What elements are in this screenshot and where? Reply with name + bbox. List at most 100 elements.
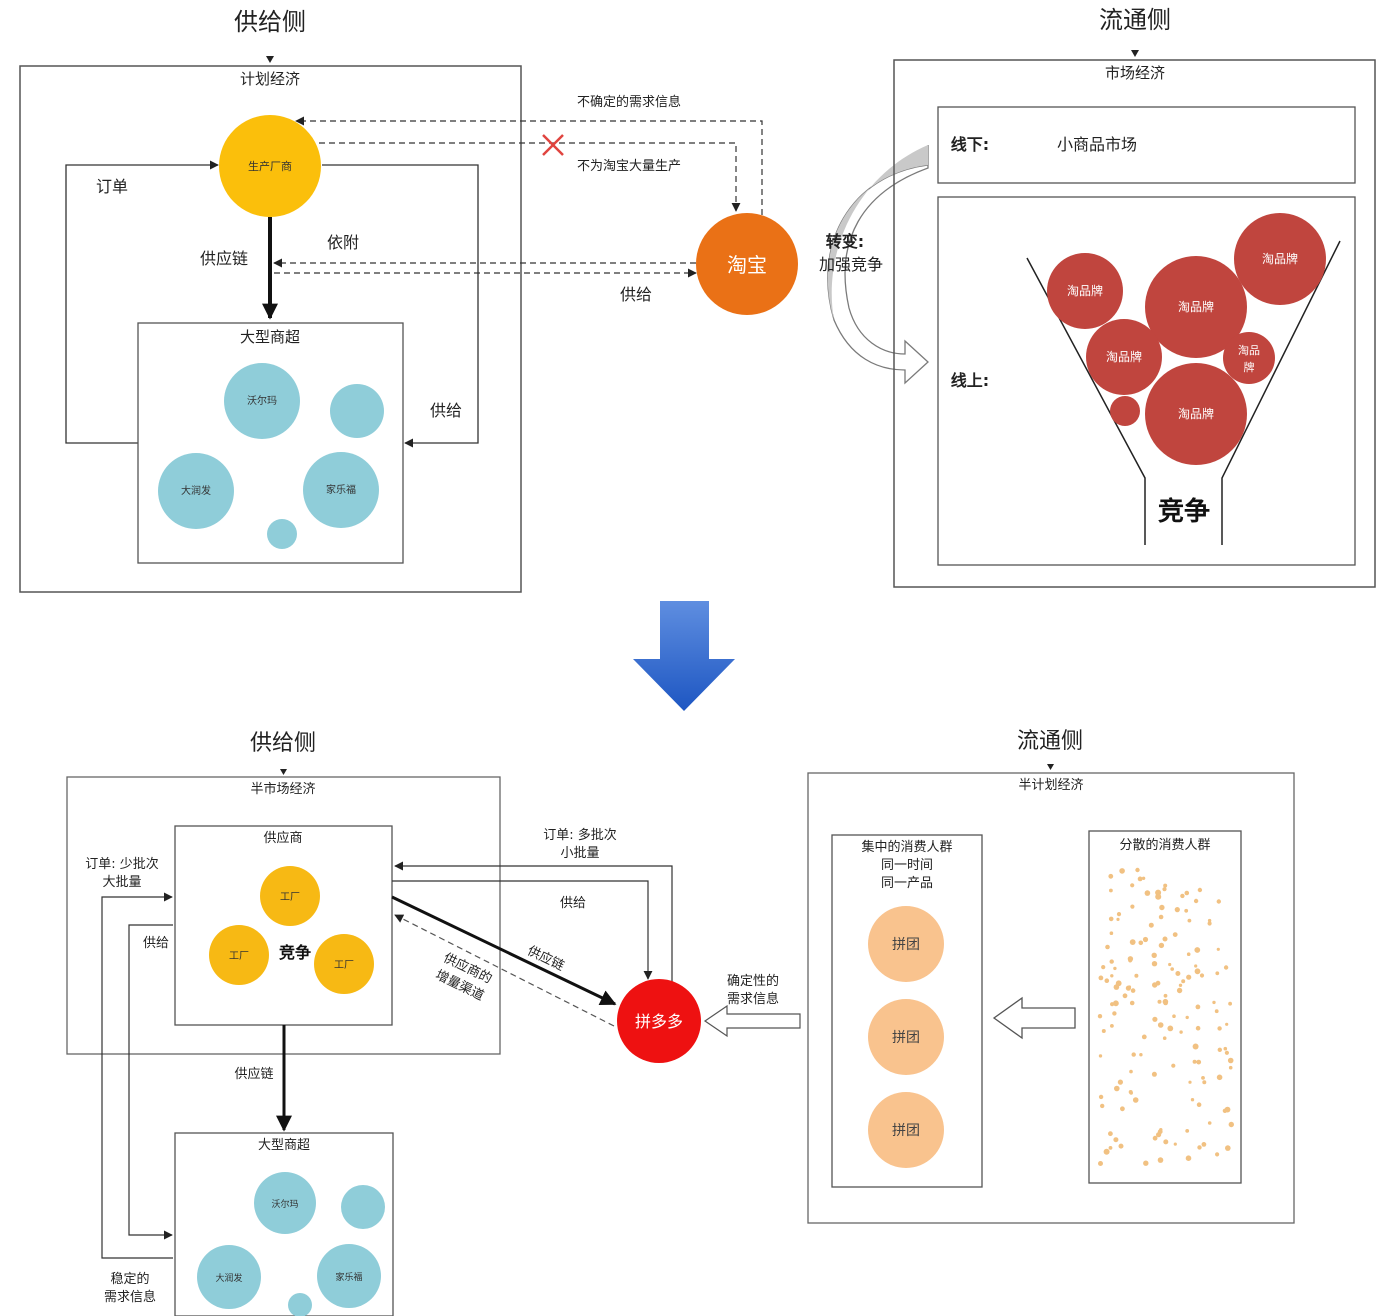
order-right-arrow [394, 861, 673, 985]
consumer-dot [1190, 1098, 1195, 1102]
scattered-label: 分散的消费人群 [1119, 837, 1210, 853]
consumer-dot [1207, 1121, 1212, 1125]
consumer-dot [1137, 876, 1143, 882]
consumer-dot [1175, 971, 1181, 976]
consumer-dot [1171, 1063, 1176, 1068]
walmart-node [224, 363, 300, 439]
consumer-dot [1109, 931, 1114, 935]
consumer-dot [1155, 893, 1162, 900]
order-right-line2: 小批量 [560, 846, 599, 861]
supply-chain-down-label: 供应链 [234, 1066, 273, 1082]
consumer-dot [1207, 921, 1212, 926]
concentrated-line1: 集中的消费人群 [861, 839, 952, 855]
consumer-dot [1152, 982, 1158, 988]
semi-planned-economy-label: 半计划经济 [1018, 778, 1083, 793]
consumer-dot [1163, 993, 1168, 998]
consumer-dot [1142, 936, 1149, 943]
consumer-dot [1201, 1076, 1205, 1080]
consumer-dot [1172, 932, 1178, 937]
supply-chain-diag-arrow [391, 895, 617, 1006]
bottom-section: 供给侧 半市场经济 订单: 少批次 大批量 供给 稳定的 需求信息 供应商 工厂… [66, 729, 1295, 1316]
consumer-dot [1098, 1054, 1103, 1058]
supplier-label: 供应商 [263, 830, 302, 846]
consumer-dot [1224, 1106, 1231, 1113]
consumer-dot [1172, 1014, 1176, 1018]
consumer-dot [1170, 967, 1174, 971]
stable-info-loop [101, 892, 173, 1259]
brand-label: 淘品牌 [1106, 350, 1142, 364]
consumer-dot [1196, 1102, 1202, 1107]
consumer-dot [1116, 912, 1122, 917]
funnel-left [1026, 257, 1146, 545]
consumer-dot [1129, 1000, 1135, 1006]
consumer-dot [1114, 1085, 1120, 1092]
consumer-dot [1130, 883, 1135, 888]
brand-label-small: 牌 [1244, 360, 1255, 374]
uncertain-info-arrow [295, 116, 763, 215]
supply-mid-label: 供给 [620, 285, 652, 304]
consumer-dot [1192, 1043, 1199, 1050]
consumer-dot [1110, 1002, 1115, 1007]
transform-arrow-shade [827, 145, 928, 320]
consumer-dot [1157, 1157, 1164, 1163]
consumer-dot [1130, 988, 1136, 993]
bottom-circulation-title: 流通侧 [1017, 729, 1083, 754]
carrefour-label: 家乐福 [326, 483, 356, 496]
consumer-dot [1167, 1025, 1174, 1032]
supply-label-right: 供给 [430, 401, 462, 420]
no-production-arrow [319, 142, 741, 212]
consumer-dot [1113, 966, 1117, 971]
consumer-dot [1187, 918, 1192, 923]
consumer-dot [1194, 968, 1201, 975]
consumer-dot [1134, 973, 1139, 978]
factory-label: 工厂 [280, 892, 300, 903]
order-loop [65, 160, 219, 444]
consumer-dot [1122, 993, 1128, 999]
transform-desc: 加强竞争 [819, 255, 883, 274]
consumer-dot [1225, 1145, 1231, 1151]
supplier-box [174, 825, 393, 1026]
consumer-dot [1101, 965, 1106, 970]
top-circulation-title: 流通侧 [1099, 6, 1171, 34]
small-goods-market-label: 小商品市场 [1057, 135, 1137, 154]
consumer-dot [1109, 888, 1113, 893]
consumer-dot [1217, 1047, 1223, 1053]
store-node [341, 1185, 385, 1229]
consumer-dot [1214, 1009, 1219, 1014]
consumer-dot [1173, 1142, 1177, 1146]
consumer-dot [1192, 1059, 1197, 1064]
consumer-dot [1194, 964, 1198, 968]
consumer-dot [1201, 1142, 1207, 1147]
store-node [330, 384, 384, 438]
consumer-dot [1101, 1029, 1106, 1033]
consumer-dot [1180, 893, 1185, 899]
consumer-dot [1217, 1026, 1222, 1031]
consumer-dot [1184, 908, 1189, 913]
brand-label: 淘品牌 [1262, 252, 1298, 266]
factory-label: 工厂 [334, 960, 354, 971]
consumer-dot [1144, 890, 1151, 896]
supply-chain-label: 供应链 [200, 249, 248, 268]
walmart-node [254, 1172, 316, 1234]
consumer-dot [1216, 947, 1220, 951]
consumer-dot [1143, 1160, 1149, 1166]
consumer-dot [1185, 1155, 1192, 1161]
consumer-dot [1158, 942, 1165, 949]
brand-node [1223, 332, 1275, 384]
consumer-dot [1152, 1016, 1158, 1022]
consumer-dot [1108, 1146, 1113, 1150]
factory-label: 工厂 [229, 951, 249, 962]
consumer-dot [1110, 974, 1114, 978]
title-pointer [266, 56, 274, 63]
consumer-dot [1151, 952, 1157, 958]
supply-left-label: 供给 [143, 936, 169, 951]
consumer-dot [1176, 987, 1183, 994]
consumer-dot [1223, 1046, 1228, 1051]
rt-mart-node [158, 453, 234, 529]
brand-node [1145, 256, 1247, 358]
consumer-dot [1108, 916, 1114, 922]
transform-label: 转变: [826, 232, 864, 251]
consumer-dot [1112, 1011, 1117, 1016]
supply-right-label: 供给 [560, 896, 586, 911]
